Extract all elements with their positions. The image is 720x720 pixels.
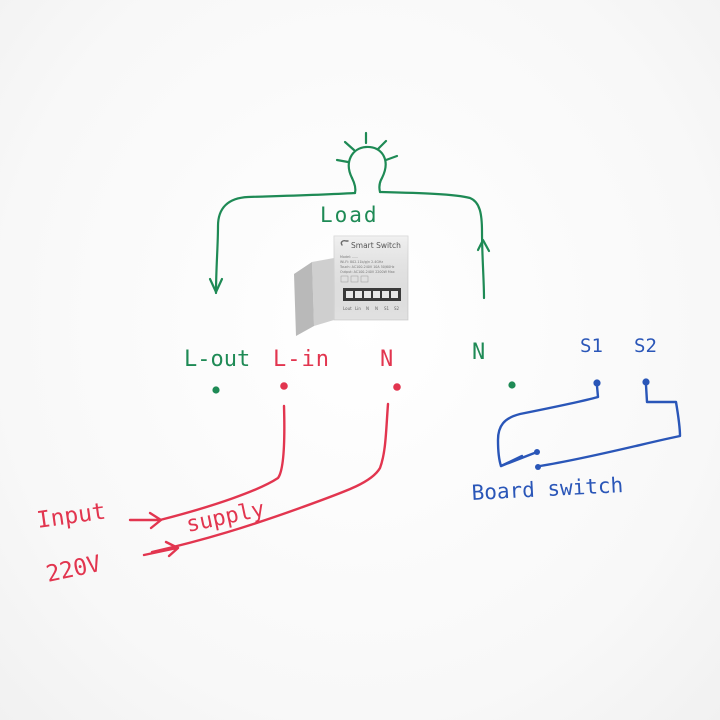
switch-lever-icon [499,450,539,468]
terminal-label-s1-text: S1 [580,335,603,357]
terminal-dot-l-in [280,382,288,390]
device-terminal-label: N [375,306,378,311]
device-terminal-label: S1 [384,306,390,311]
load-wire-left [214,191,357,295]
terminal-label-s1: S1 [580,335,603,357]
bulb-icon [335,131,399,195]
supply-wire-line [158,404,286,522]
supply-wire-neutral [150,402,390,554]
switch-wire-s1 [496,384,600,468]
arrow-left-icon [208,277,224,294]
terminal-dot-n-input [393,383,401,391]
device-brand-label: Smart Switch [351,241,401,250]
arrow-right-icon [476,238,491,253]
input-label: Input [35,499,107,534]
device-spec-line: Output: AC100-240V 2200W Max [340,270,395,274]
arrow-line-icon [128,511,163,530]
terminal-dot-n-load [508,381,516,389]
switch-wire-s2 [538,383,682,468]
terminal-label-l-out: L-out [184,347,250,372]
terminal-label-s2: S2 [634,335,657,357]
switch-contact-b [535,464,541,470]
terminal-dot-s2 [642,378,650,386]
device-spec-line: Touch: AC100-240V 10A 50/60Hz [339,265,395,269]
arrow-neutral-icon [142,540,180,558]
device-terminal-label: Lout [343,306,352,311]
device-spec-line: Model: ...... [340,255,358,259]
load-wire-right [378,190,486,300]
device-terminal-label: N [366,306,369,311]
load-label: Load [320,203,379,227]
terminal-label-s2-text: S2 [634,335,657,357]
voltage-label: 220V [44,551,104,588]
terminal-label-n-load: N [472,340,485,365]
terminal-label-n-input: N [380,347,393,372]
smart-switch-module: Smart Switch Model: ...... Wi-Fi: 802.11… [294,235,409,336]
device-spec-line: Wi-Fi: 802.11b/g/n 2.4GHz [340,260,383,264]
terminal-label-l-in: L-in [273,347,330,372]
device-terminal-label: Lin [355,306,361,311]
terminal-dot-l-out [212,386,220,394]
device-terminal-label: S2 [394,306,400,311]
terminal-dot-s1 [593,379,601,387]
board-switch-label: Board switch [471,473,624,505]
